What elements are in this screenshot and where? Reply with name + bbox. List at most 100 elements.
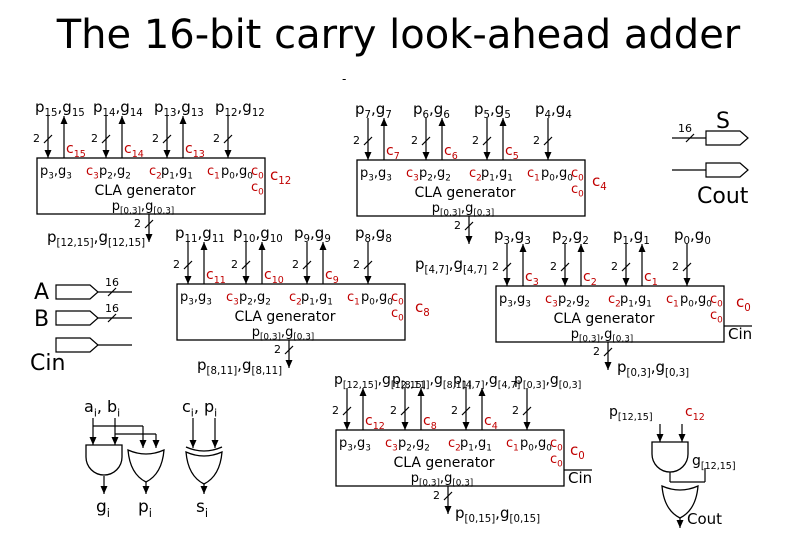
label-run: , — [440, 471, 444, 486]
cla-block-middle-right-in-width-1: 2 — [550, 260, 557, 273]
cla-block-top-left-carry-c13: c13 — [185, 141, 205, 160]
cla-block-middle-right-pg-out-label: p[0,3],g[0,3] — [571, 327, 634, 345]
label-run: [12,15] — [391, 380, 426, 391]
cla-block-top-left-title: CLA generator — [94, 183, 195, 199]
label-run: c — [608, 292, 615, 307]
label-run: 3 — [206, 298, 212, 308]
cla-block-bottom-carry-c8: c8 — [423, 413, 437, 432]
cla-block-bottom-carry-c4: c4 — [484, 413, 498, 432]
label-run: p — [197, 356, 207, 374]
cla-block-top-left-pin-c0: c0 — [251, 164, 264, 182]
label-run: c — [550, 452, 557, 467]
gate-s-out-head — [200, 486, 208, 494]
cout-out-label: Cout — [687, 510, 722, 528]
label-run: c — [206, 267, 214, 283]
label-run: 2 — [615, 300, 621, 310]
label-run: p — [558, 292, 566, 307]
label-run: p — [361, 290, 369, 305]
label-run: 6 — [443, 110, 449, 121]
cla-block-top-left-group-arrow-head — [145, 234, 153, 242]
cla-block-top-right-input-0: p7,g7 — [355, 100, 392, 121]
cla-block-middle-right-in-bus-2 — [621, 262, 631, 272]
label-run: p — [520, 436, 528, 451]
label-run: p — [432, 201, 440, 216]
label-run: c — [391, 290, 398, 305]
label-run: 0 — [258, 172, 264, 182]
cla-block-top-right-in-bus-3 — [543, 136, 553, 146]
cla-block-middle-right-in-bus-0 — [502, 262, 512, 272]
or-gate-p — [127, 448, 165, 483]
label-run: c — [469, 166, 476, 181]
label-run: [4,7] — [463, 265, 487, 276]
label-run: c — [710, 308, 717, 323]
cla-block-top-left-pg-out-label: p[0,3],g[0,3] — [112, 199, 175, 217]
label-run: g — [96, 497, 107, 517]
label-run: 11 — [185, 234, 198, 245]
io-output-S-width: 16 — [678, 122, 692, 135]
label-run: 15 — [72, 108, 85, 119]
cla-block-top-left-in-width-2: 2 — [152, 132, 159, 145]
cla-block-bottom-pg-out-label: p[0,3],g[0,3] — [411, 471, 474, 489]
cout-in-c-arrow-head — [678, 434, 686, 442]
cla-block-bottom-carry-arrow-1-head — [417, 388, 425, 396]
label-run: , — [378, 372, 382, 388]
label-run: 0 — [369, 298, 375, 308]
label-run: c — [506, 436, 513, 451]
label-run: 2 — [455, 444, 461, 454]
gate-sum-in-c-head — [189, 440, 197, 448]
cla-block-bottom-pin-c2: c2 — [448, 436, 461, 454]
label-run: , — [235, 164, 239, 179]
label-run: 11 — [214, 275, 226, 286]
cla-block-bottom-in-bus-1 — [400, 406, 410, 416]
io-output-Cout: Cout — [697, 184, 749, 209]
label-run: c — [583, 269, 591, 285]
label-run: c — [644, 269, 652, 285]
cla-block-middle-right-carry-c1: c1 — [644, 269, 658, 288]
cla-block-top-left — [36, 157, 266, 215]
cla-block-middle-right-in-bus-3 — [682, 262, 692, 272]
cla-block-bottom-pin-c1: c1 — [506, 436, 519, 454]
label-run: [0,15] — [509, 514, 540, 525]
label-run: 0 — [258, 188, 264, 198]
cla-block-middle-left-carry-c11: c11 — [206, 267, 226, 286]
label-run: 0 — [717, 316, 723, 326]
label-run: [0,3] — [293, 333, 314, 343]
cla-block-top-left-carry-arrow-2-head — [179, 116, 187, 124]
label-run: g — [242, 98, 252, 116]
label-run: 2 — [247, 298, 253, 308]
gate-wire-a1-head — [89, 437, 97, 445]
label-run: , — [198, 224, 203, 242]
label-run: g — [692, 453, 701, 469]
cla-block-middle-left-in-arrow-1-head — [242, 276, 250, 284]
cla-block-bottom-in-arrow-1-head — [401, 422, 409, 430]
cla-block-top-left-pin-c0-in: c0 — [251, 180, 264, 198]
label-run: c — [365, 413, 373, 429]
cla-block-bottom-in-arrow-3-head — [523, 422, 531, 430]
cla-block-top-left-in-arrow-3-head — [224, 150, 232, 158]
io-input-B-slash — [107, 313, 117, 323]
cla-block-bottom-in-arrow-2-head — [462, 422, 470, 430]
cla-block-top-left-group-out: p[12,15],g[12,15] — [47, 228, 145, 249]
label-run: , — [634, 292, 638, 307]
label-run: g — [319, 290, 327, 305]
gate-p-label: pi — [138, 497, 152, 520]
label-run: , — [97, 397, 107, 416]
label-run: 0 — [387, 298, 393, 308]
cla-block-top-right-pin-p3g3: p3,g3 — [360, 166, 392, 184]
label-run: g — [489, 372, 498, 388]
cla-block-top-left-group-bus — [144, 219, 154, 229]
cla-block-bottom-group-width: 2 — [433, 489, 440, 502]
label-run: 3 — [93, 172, 99, 182]
cla-block-top-left-input-2: p13,g13 — [154, 98, 204, 119]
label-run: 0 — [684, 236, 690, 247]
cla-block-top-right-carry-c5: c5 — [505, 143, 519, 162]
cla-block-top-left-carry-arrow-0-head — [60, 116, 68, 124]
cla-block-top-right-pin-p1g1: p1,g1 — [481, 166, 513, 184]
label-run: g — [517, 292, 525, 307]
cla-block-middle-right-group-width: 2 — [593, 345, 600, 358]
label-run: 14 — [130, 108, 143, 119]
cla-block-top-left-carry-arrow-1-head — [118, 116, 126, 124]
label-run: [0,3] — [419, 479, 440, 489]
label-run: , — [555, 166, 559, 181]
label-run: g — [634, 226, 644, 244]
